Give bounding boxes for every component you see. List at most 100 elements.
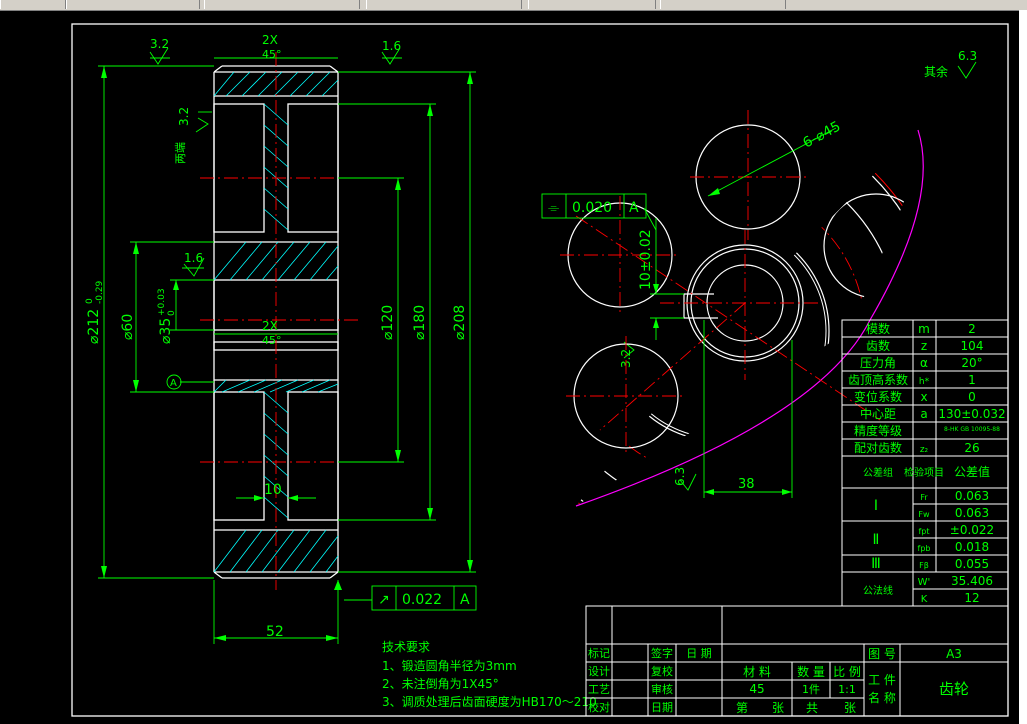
tb-shenhe: 审核 bbox=[651, 682, 673, 696]
toolbar-segment[interactable] bbox=[528, 0, 656, 9]
cad-drawing-canvas[interactable]: 3.2 1.6 3.2 两端 1.6 3.2 6.3 其余 6.3 2X 45°… bbox=[0, 10, 1019, 724]
tb-bili-value: 1:1 bbox=[838, 683, 856, 696]
bore-diameter-tol-lower: 0 bbox=[167, 310, 177, 316]
tb-zhang2: 张 bbox=[844, 701, 856, 715]
tb-shuliang-value: 1件 bbox=[802, 683, 820, 696]
group-item-value: 0.018 bbox=[955, 540, 989, 554]
param-name: 中心距 bbox=[860, 406, 896, 421]
runout-datum: A bbox=[460, 592, 470, 608]
normal-row-value: 12 bbox=[964, 591, 979, 605]
param-symbol: z₂ bbox=[920, 445, 929, 455]
param-symbol: x bbox=[920, 390, 927, 404]
section-dimension-labels: 2X 45° 2X 45° ⌀212 0 -0.29 ⌀60 ⌀35 +0.03… bbox=[85, 33, 468, 640]
face-width-label: 52 bbox=[266, 624, 284, 640]
symmetry-tolerance-frame: ⌯ 0.020 A bbox=[541, 193, 647, 219]
runout-value: 0.022 bbox=[402, 592, 442, 608]
gear-break-line bbox=[575, 129, 924, 507]
scrollbar[interactable] bbox=[1019, 10, 1027, 724]
tb-fujiao: 复校 bbox=[651, 664, 673, 678]
normal-row-symbol: K bbox=[921, 594, 928, 605]
tb-qianzi: 签字 bbox=[651, 646, 673, 660]
symmetry-datum: A bbox=[629, 200, 639, 216]
tech-req-item: 1、锻造圆角半径为3mm bbox=[382, 659, 517, 673]
root-diameter-label: ⌀208 bbox=[452, 305, 468, 340]
bore-diameter-label: ⌀35 bbox=[158, 318, 174, 344]
runout-tolerance-frame: ↗ 0.022 A bbox=[371, 585, 477, 611]
dimension-arrows bbox=[101, 66, 473, 641]
tb-part-name: 齿轮 bbox=[939, 680, 969, 698]
param-symbol: α bbox=[920, 356, 928, 370]
param-value: 1 bbox=[968, 373, 976, 387]
group-item-value: ±0.022 bbox=[950, 523, 994, 537]
tb-tuhao-value: A3 bbox=[946, 647, 962, 661]
application-toolbar bbox=[0, 0, 1027, 11]
group-item-symbol: Fβ bbox=[919, 561, 929, 570]
roughness-left-side: 3.2 bbox=[177, 107, 191, 126]
tech-req-title: 技术要求 bbox=[382, 640, 430, 654]
tb-biaoji: 标记 bbox=[588, 646, 610, 660]
roughness-left-note: 两端 bbox=[174, 142, 187, 164]
group-item-symbol: Fr bbox=[920, 493, 928, 502]
group-item-value: 0.063 bbox=[955, 506, 989, 520]
toolbar-segment[interactable] bbox=[0, 0, 66, 9]
chamfer-top-label: 2X bbox=[262, 33, 278, 47]
chamfer-top-angle: 45° bbox=[262, 48, 282, 61]
tolerance-group-header: 公差组 bbox=[863, 466, 893, 479]
symmetry-value: 0.020 bbox=[572, 200, 612, 216]
normal-row-symbol: W' bbox=[918, 577, 931, 588]
symmetry-symbol: ⌯ bbox=[548, 200, 559, 216]
toolbar-segment[interactable] bbox=[660, 0, 786, 9]
toolbar-segment[interactable] bbox=[204, 0, 360, 9]
outer-diameter-tol-upper: 0 bbox=[85, 298, 95, 304]
tb-di: 第 bbox=[736, 701, 748, 715]
roughness-others-value: 6.3 bbox=[958, 49, 977, 63]
technical-requirements: 技术要求 1、锻造圆角半径为3mm 2、未注倒角为1X45° 3、调质处理后齿面… bbox=[382, 640, 597, 709]
roughness-top-left: 3.2 bbox=[150, 37, 169, 51]
toolbar-segment[interactable] bbox=[366, 0, 522, 9]
param-name: 压力角 bbox=[860, 356, 896, 370]
tb-jiaodui: 校对 bbox=[588, 700, 610, 714]
drawing-frame bbox=[71, 23, 1009, 717]
datum-a-circle bbox=[166, 374, 182, 390]
tb-riqi2: 日期 bbox=[651, 701, 673, 714]
param-symbol: m bbox=[918, 322, 930, 336]
param-value: 26 bbox=[964, 441, 979, 455]
param-value: 104 bbox=[961, 339, 984, 353]
toolbar-segment[interactable] bbox=[66, 0, 200, 9]
roughness-top-right: 1.6 bbox=[382, 39, 401, 53]
param-name: 配对齿数 bbox=[854, 440, 902, 455]
key-depth-label: 38 bbox=[738, 477, 755, 492]
section-dimensions bbox=[98, 57, 476, 644]
roughness-others-label: 其余 bbox=[924, 64, 948, 79]
gear-section-view bbox=[200, 52, 360, 590]
datum-a-label: A bbox=[170, 378, 177, 389]
runout-symbol: ↗ bbox=[378, 592, 390, 608]
param-name: 变位系数 bbox=[854, 389, 902, 404]
hub-diameter-label: ⌀60 bbox=[120, 314, 136, 340]
check-item-header: 检验项目 bbox=[904, 466, 944, 479]
roughness-labels: 3.2 1.6 3.2 两端 1.6 3.2 6.3 其余 6.3 bbox=[150, 37, 977, 486]
outer-diameter-label: ⌀212 bbox=[86, 309, 102, 344]
normal-row-value: 35.406 bbox=[951, 574, 993, 588]
param-value: 0 bbox=[968, 390, 976, 404]
param-symbol: z bbox=[921, 339, 927, 353]
tolerance-value-header: 公差值 bbox=[954, 464, 990, 479]
web-hole-diameter-label: ⌀120 bbox=[380, 305, 396, 340]
roughness-hub: 1.6 bbox=[184, 251, 203, 265]
group-roman: Ⅰ bbox=[874, 498, 878, 514]
param-value: 2 bbox=[968, 322, 976, 336]
chamfer-mid-label: 2X bbox=[262, 319, 278, 333]
rim-inner-diameter-label: ⌀180 bbox=[412, 305, 428, 340]
tech-req-item: 2、未注倒角为1X45° bbox=[382, 676, 499, 691]
roughness-keyway: 3.2 bbox=[619, 349, 633, 368]
param-name: 齿顶高系数 bbox=[848, 372, 908, 387]
web-thickness-label: 10 bbox=[264, 482, 282, 498]
gear-parameter-table: 模数 m 2 齿数 z 104 压力角 α 20° 齿顶高系数 h* 1 变位系… bbox=[841, 319, 1009, 607]
group-item-value: 0.063 bbox=[955, 489, 989, 503]
roughness-keyway-bottom: 6.3 bbox=[673, 467, 687, 486]
roughness-symbols bbox=[149, 47, 977, 491]
group-item-symbol: Fw bbox=[918, 510, 930, 519]
centerlines-section bbox=[200, 52, 360, 590]
front-dimensions bbox=[643, 127, 837, 498]
param-name: 精度等级 bbox=[854, 423, 902, 438]
